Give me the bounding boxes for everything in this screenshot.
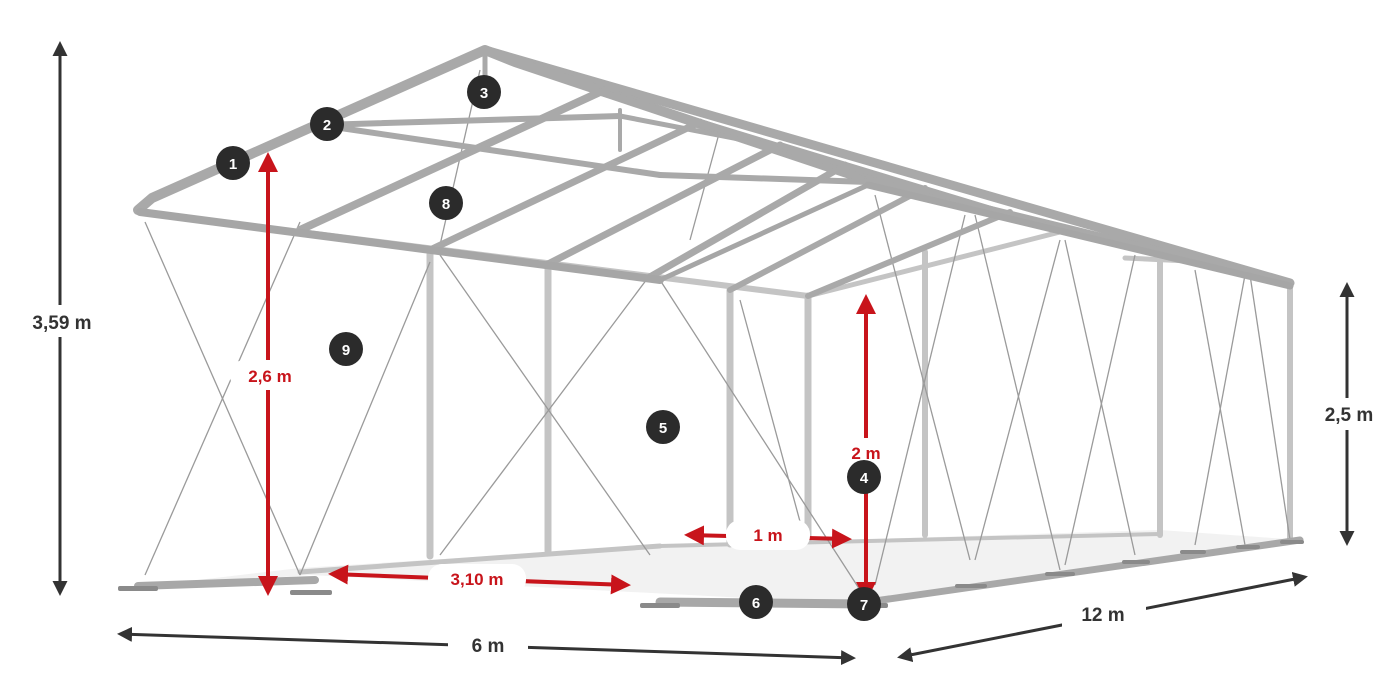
door-height-label: 2 m	[851, 444, 880, 463]
part-badge-8: 8	[429, 186, 463, 220]
measure-gable-post-height: 2,6 m	[230, 152, 310, 596]
length-label: 12 m	[1081, 605, 1124, 626]
floor-shadow	[130, 530, 1300, 604]
part-number: 2	[323, 117, 331, 134]
part-badge-1: 1	[216, 146, 250, 180]
door-width-label: 1 m	[753, 526, 782, 545]
part-badge-2: 2	[310, 107, 344, 141]
part-number: 8	[442, 196, 450, 213]
dimension-side-height: 2,5 m	[1310, 282, 1390, 546]
dimension-width: 6 m	[117, 626, 856, 666]
part-number: 5	[659, 420, 667, 437]
total-height-label: 3,59 m	[32, 313, 91, 334]
part-number: 6	[752, 595, 760, 612]
part-number: 4	[860, 470, 869, 487]
roof-frame	[133, 45, 1295, 299]
eave-rails	[136, 181, 1294, 290]
dimension-length: 12 m	[897, 571, 1308, 663]
post-spacing-label: 3,10 m	[451, 570, 504, 589]
part-badge-5: 5	[646, 410, 680, 444]
dimension-total-height: 3,59 m	[18, 41, 106, 596]
measure-post-spacing: 3,10 m	[328, 564, 631, 595]
measure-door-height: 2 m	[834, 294, 898, 602]
part-number: 1	[229, 156, 237, 173]
part-badge-7: 7	[847, 587, 881, 621]
part-badge-4: 4	[847, 460, 881, 494]
part-badge-6: 6	[739, 585, 773, 619]
side-height-label: 2,5 m	[1325, 405, 1374, 426]
part-badge-9: 9	[329, 332, 363, 366]
measure-door-width: 1 m	[684, 520, 852, 550]
part-number: 9	[342, 342, 350, 359]
part-badge-3: 3	[467, 75, 501, 109]
width-label: 6 m	[472, 636, 505, 657]
part-number: 7	[860, 597, 868, 614]
gable-post-height-label: 2,6 m	[248, 367, 291, 386]
part-number: 3	[480, 85, 488, 102]
